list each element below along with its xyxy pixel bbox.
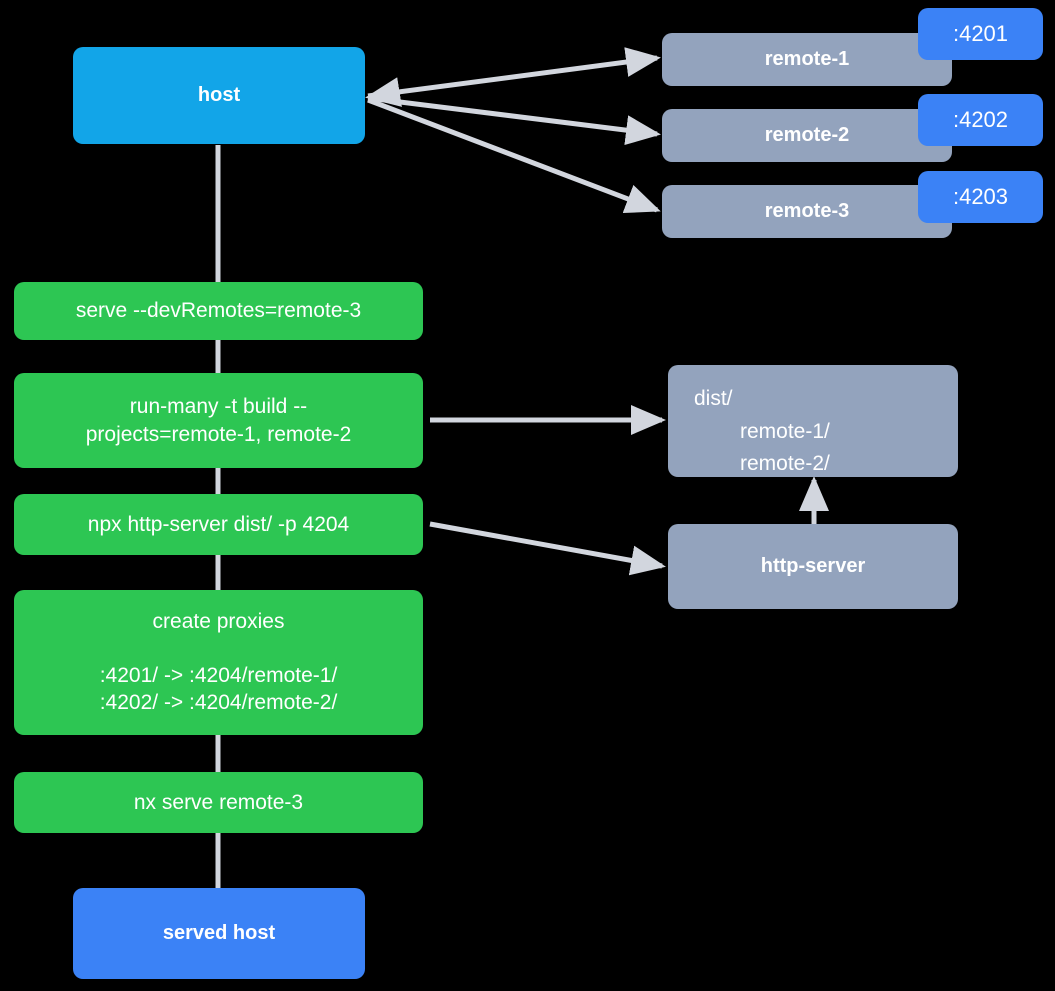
node-remote-1-label: remote-1 — [764, 48, 850, 71]
node-remote-1[interactable]: remote-1 — [662, 33, 952, 86]
command-create-proxies[interactable]: create proxies :4201/ -> :4204/remote-1/… — [14, 590, 423, 735]
command-npx-http-server[interactable]: npx http-server dist/ -p 4204 — [14, 494, 423, 555]
command-nx-serve-remote-3-label: nx serve remote-3 — [133, 790, 304, 814]
command-run-many-build-label: run-many -t build -- projects=remote-1, … — [85, 394, 352, 446]
dist-line-remote-1: remote-1/ — [740, 419, 830, 443]
command-create-proxies-title: create proxies — [152, 609, 285, 633]
node-http-server[interactable]: http-server — [668, 524, 958, 609]
port-badge-remote-3: :4203 — [918, 171, 1043, 223]
command-nx-serve-remote-3[interactable]: nx serve remote-3 — [14, 772, 423, 833]
command-npx-http-server-label: npx http-server dist/ -p 4204 — [87, 512, 350, 536]
dist-line-remote-2: remote-2/ — [740, 452, 830, 476]
edge-host-to-remote-3 — [367, 97, 661, 213]
port-badge-remote-1: :4201 — [918, 8, 1043, 60]
port-badge-remote-2-label: :4202 — [952, 107, 1009, 132]
command-serve-devremotes[interactable]: serve --devRemotes=remote-3 — [14, 282, 423, 340]
node-dist-directory[interactable]: dist/ remote-1/ remote-2/ — [668, 365, 958, 477]
node-served-host-label: served host — [162, 922, 276, 945]
node-remote-2-label: remote-2 — [764, 124, 850, 147]
command-create-proxies-mapping-2: :4202/ -> :4204/remote-2/ — [99, 691, 338, 715]
edge-remotes-to-host — [365, 77, 402, 107]
port-badge-remote-2: :4202 — [918, 94, 1043, 146]
command-serve-devremotes-label: serve --devRemotes=remote-3 — [75, 299, 362, 323]
node-http-server-label: http-server — [760, 555, 866, 578]
edge-host-to-remote-2 — [367, 95, 661, 146]
node-remote-2[interactable]: remote-2 — [662, 109, 952, 162]
node-remote-3-label: remote-3 — [764, 200, 850, 223]
dist-line-root: dist/ — [694, 387, 733, 410]
node-host[interactable]: host — [73, 47, 365, 144]
command-run-many-build[interactable]: run-many -t build -- projects=remote-1, … — [14, 373, 423, 468]
port-badge-remote-3-label: :4203 — [952, 184, 1009, 209]
port-badge-remote-1-label: :4201 — [952, 21, 1009, 46]
node-served-host[interactable]: served host — [73, 888, 365, 979]
command-create-proxies-mapping-1: :4201/ -> :4204/remote-1/ — [99, 663, 338, 687]
edge-npx-to-http-server — [429, 521, 666, 576]
edge-host-to-remote-1 — [367, 47, 661, 99]
node-host-label: host — [197, 84, 241, 107]
node-remote-3[interactable]: remote-3 — [662, 185, 952, 238]
